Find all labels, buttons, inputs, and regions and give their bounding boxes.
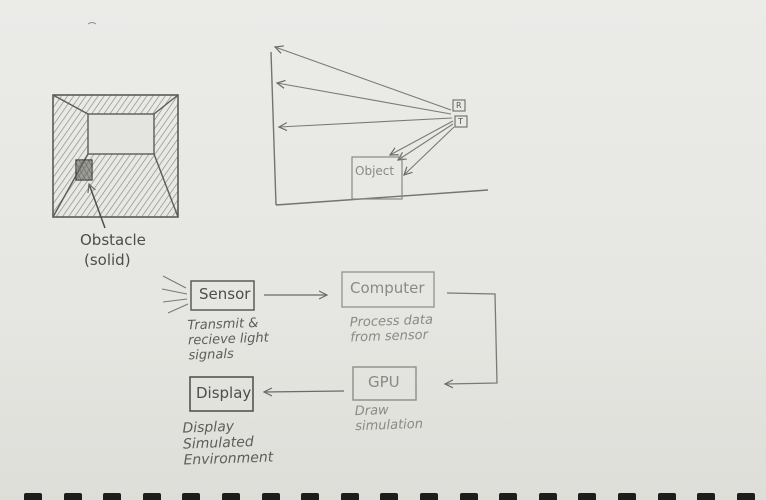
binding-ring [340,493,359,500]
room-edge [52,94,89,115]
gpu-note: Draw simulation [354,403,423,435]
room-sketch [52,94,179,229]
binding-ring [618,493,636,500]
signal-ray [279,117,453,127]
gpu-box [352,366,417,401]
binding-ring [459,493,478,500]
wall-line [270,51,277,206]
computer-note: Process data from sensor [349,313,434,347]
sensor-emission-line [162,275,187,289]
signal-ray [404,126,455,175]
flow-diagram [161,271,498,412]
computer-label: Computer [350,279,425,297]
sensor-emission-line [161,288,188,295]
receiver-box [452,99,466,112]
sensor-emission-line [162,298,188,303]
transmitter-box [454,115,468,128]
display-note: Display Simulated Environment [182,417,274,469]
binding-ring [182,493,201,500]
binding-ring [420,493,438,500]
binding-ring [657,493,676,500]
sensor-box [190,280,255,311]
room-edge [153,94,179,115]
sensor-label: Sensor [199,285,251,303]
room-back-wall [87,113,155,155]
object-label: Object [355,164,395,178]
binding-ring [142,493,161,500]
obstacle-label: Obstacle [80,231,146,249]
binding-ring [24,493,42,500]
binding-ring [222,493,240,500]
signal-ray [277,83,452,115]
computer-to-gpu-arrow [445,292,498,384]
computer-note-line: from sensor [349,327,429,346]
binding-ring [63,493,82,500]
sensor-note-line: signals [188,346,234,364]
receiver-label: R [456,101,462,110]
display-label: Display [196,384,252,402]
obstacle-sublabel: (solid) [84,251,131,269]
display-box [189,376,254,412]
room-edge [153,153,179,218]
object-box [351,156,403,200]
binding-ring [103,493,122,500]
sensor-note: Transmit & recieve light signals [187,316,269,365]
gpu-to-display-arrow [264,391,345,392]
stray-mark [87,22,97,25]
binding-ring [499,493,518,500]
binding-ring [736,493,755,500]
binding-ring [697,493,716,500]
binding-ring [301,493,320,500]
binding-ring [261,493,280,500]
obstacle-pointer-arrow [89,184,106,229]
signal-ray [275,47,452,111]
signal-sketch [270,47,489,206]
computer-box [341,271,435,308]
binding-ring [578,493,597,500]
obstacle-shade [77,161,91,179]
gpu-label: GPU [368,373,400,391]
gpu-note-line: simulation [354,416,424,435]
binding-ring [538,493,557,500]
transmitter-label: T [458,117,463,126]
signal-ray [390,120,454,155]
binding-ring [380,493,399,500]
sensor-emission-line [167,303,189,314]
floor-line [275,189,489,206]
display-note-line: Environment [183,449,274,469]
signal-ray [398,123,454,160]
